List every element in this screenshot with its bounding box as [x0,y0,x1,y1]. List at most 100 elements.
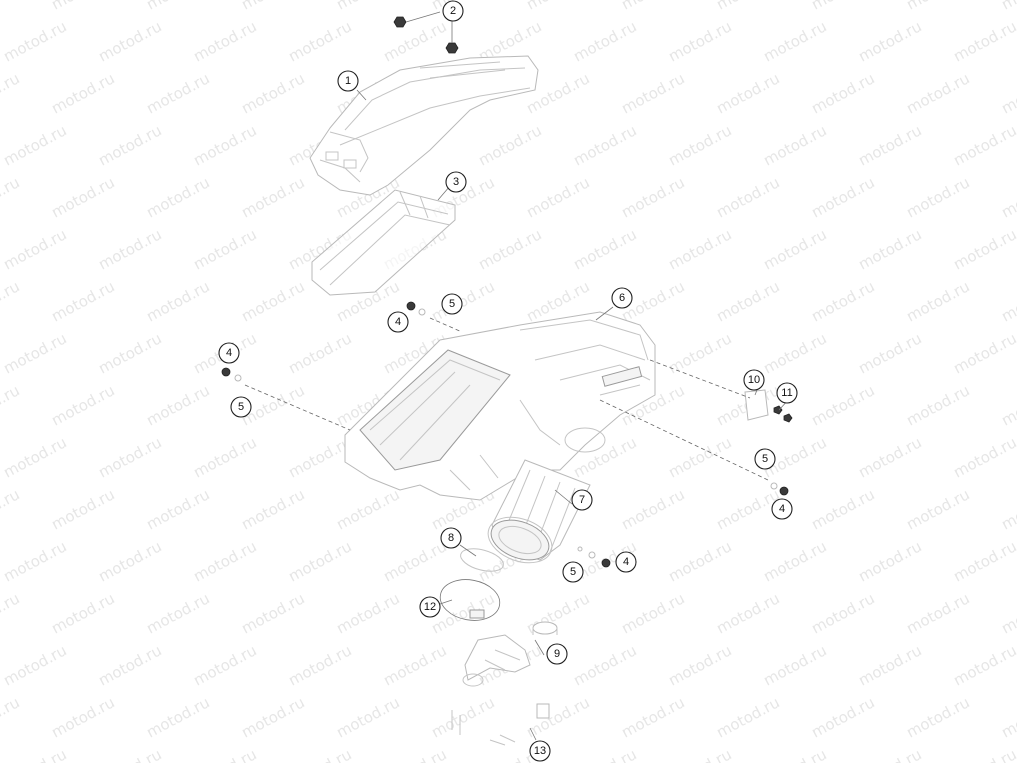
svg-text:5: 5 [570,566,576,578]
watermark-text: motod.ru [333,485,402,533]
svg-text:6: 6 [619,292,625,304]
watermark-text: motod.ru [0,745,69,763]
watermark-text: motod.ru [190,121,259,169]
watermark-text: motod.ru [618,589,687,637]
svg-text:5: 5 [762,453,768,465]
watermark-text: motod.ru [713,173,782,221]
watermark-text: motod.ru [143,277,212,325]
watermark-text: motod.ru [238,0,307,14]
watermark-text: motod.ru [523,173,592,221]
watermark-text: motod.ru [855,745,924,763]
callout-11: 11 [776,382,798,404]
watermark-text: motod.ru [618,485,687,533]
watermark-text: motod.ru [143,693,212,741]
watermark-text: motod.ru [0,17,69,65]
callout-4-upper: 4 [387,311,409,333]
watermark-text: motod.ru [143,381,212,429]
watermark-text: motod.ru [428,277,497,325]
watermark-text: motod.ru [665,225,734,273]
watermark-text: motod.ru [998,381,1017,429]
watermark-text: motod.ru [903,589,972,637]
watermark-text: motod.ru [950,433,1017,481]
watermark-text: motod.ru [48,693,117,741]
watermark-text: motod.ru [855,641,924,689]
watermark-text: motod.ru [238,485,307,533]
watermark-text: motod.ru [903,381,972,429]
watermark-text: motod.ru [713,277,782,325]
watermark-text: motod.ru [950,537,1017,585]
svg-text:13: 13 [534,745,546,757]
watermark-text: motod.ru [950,745,1017,763]
assembly-lines [244,317,769,481]
watermark-text: motod.ru [950,329,1017,377]
watermark-text: motod.ru [0,69,23,117]
watermark-text: motod.ru [570,121,639,169]
watermark-text: motod.ru [665,17,734,65]
watermark-text: motod.ru [570,745,639,763]
callout-5-left: 5 [230,396,252,418]
callout-5-lower: 5 [562,561,584,583]
watermark-text: motod.ru [143,485,212,533]
watermark-text: motod.ru [713,69,782,117]
svg-text:4: 4 [226,347,232,359]
watermark-text: motod.ru [190,641,259,689]
watermark-text: motod.ru [190,17,259,65]
svg-text:12: 12 [424,601,436,613]
callout-13: 13 [529,740,551,762]
air-filter-frame [311,185,456,296]
callout-2: 2 [442,0,464,22]
watermark-text: motod.ru [998,693,1017,741]
watermark-text: motod.ru [285,537,354,585]
watermark-text: motod.ru [808,693,877,741]
watermark-text: motod.ru [808,277,877,325]
watermark-text: motod.ru [0,693,23,741]
watermark-text: motod.ru [143,173,212,221]
watermark-text: motod.ru [238,277,307,325]
watermark-text: motod.ru [380,745,449,763]
callout-9: 9 [546,643,568,665]
breather-parts [462,621,558,687]
callout-1: 1 [337,70,359,92]
svg-text:3: 3 [453,176,459,188]
watermark-text: motod.ru [0,485,23,533]
watermark-text: motod.ru [0,121,69,169]
watermark-text: motod.ru [95,641,164,689]
watermark-text: motod.ru [570,17,639,65]
intake-boot [487,459,591,564]
nut-pair [393,11,459,54]
watermark-text: motod.ru [285,433,354,481]
watermark-text: motod.ru [618,69,687,117]
watermark-text: motod.ru [713,693,782,741]
watermark-text: motod.ru [998,277,1017,325]
watermark-text: motod.ru [950,641,1017,689]
tube-pieces [451,703,550,746]
watermark-text: motod.ru [808,381,877,429]
watermark-text: motod.ru [665,433,734,481]
watermark-text: motod.ru [950,225,1017,273]
watermark-text: motod.ru [760,329,829,377]
watermark-text: motod.ru [808,173,877,221]
watermark-text: motod.ru [95,433,164,481]
watermark-text: motod.ru [523,0,592,14]
watermark-text: motod.ru [333,0,402,14]
watermark-text: motod.ru [0,173,23,221]
watermark-text: motod.ru [143,589,212,637]
callout-10: 10 [743,369,765,391]
svg-text:2: 2 [450,5,456,17]
watermark-text: motod.ru [0,381,23,429]
watermark-text: motod.ru [808,0,877,14]
watermark-text: motod.ru [380,641,449,689]
watermark-text: motod.ru [0,589,23,637]
callout-8: 8 [440,527,462,549]
watermark-text: motod.ru [285,641,354,689]
watermark-text: motod.ru [998,173,1017,221]
watermark-text: motod.ru [950,17,1017,65]
watermark-text: motod.ru [190,433,259,481]
watermark-text: motod.ru [95,17,164,65]
watermark-text: motod.ru [48,0,117,14]
svg-text:10: 10 [748,374,760,386]
watermark-text: motod.ru [903,69,972,117]
svg-text:7: 7 [579,494,585,506]
svg-text:4: 4 [779,503,785,515]
